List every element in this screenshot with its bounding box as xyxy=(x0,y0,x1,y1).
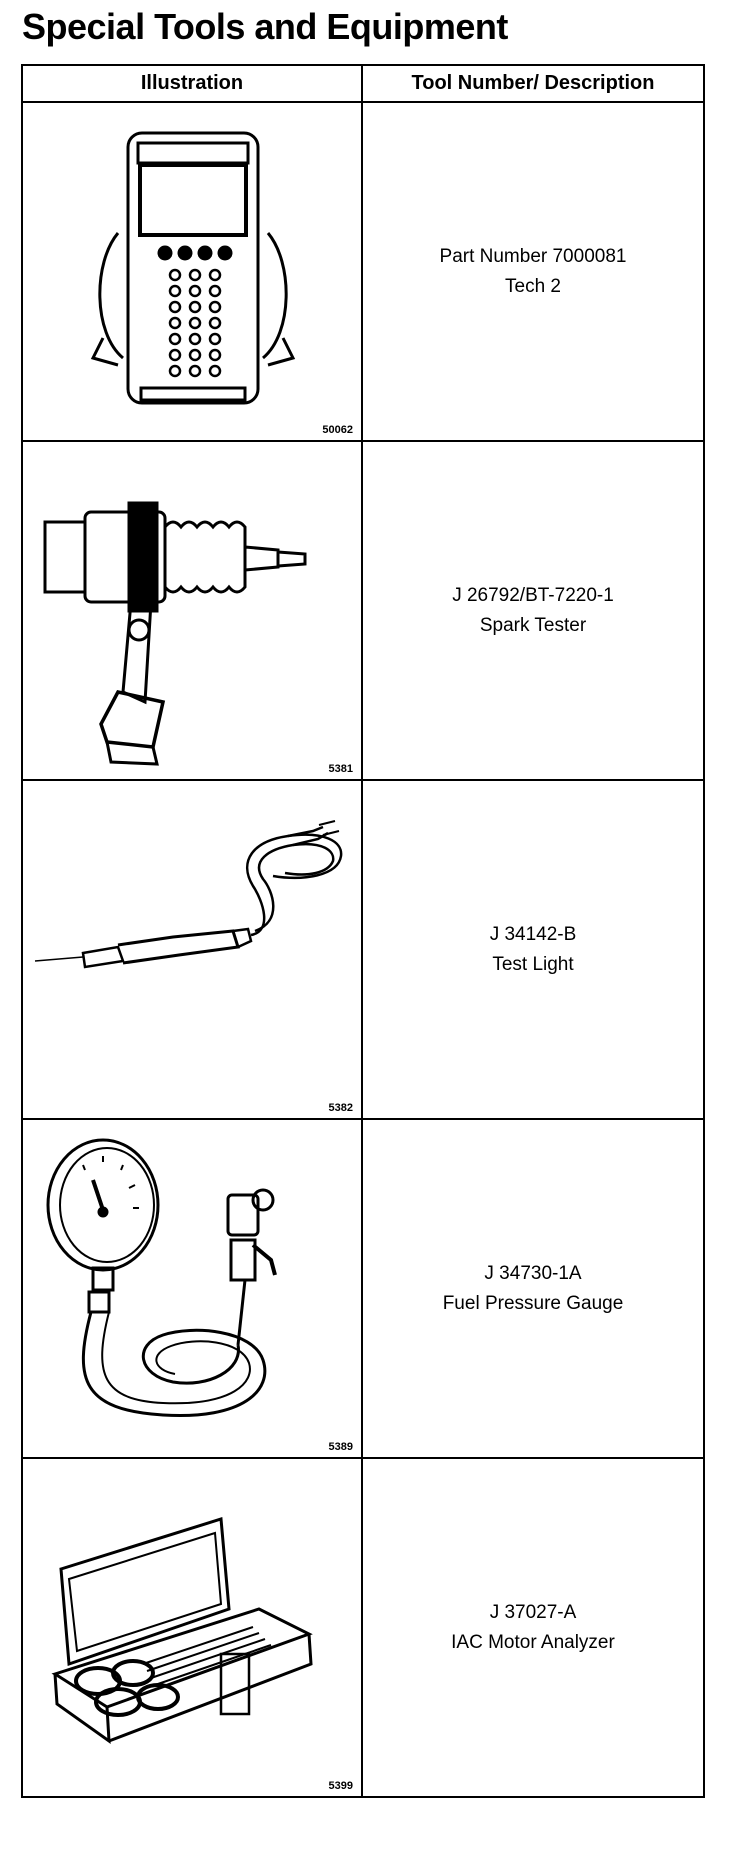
page-title: Special Tools and Equipment xyxy=(22,6,508,47)
table-header-row: Illustration Tool Number/ Description xyxy=(21,64,705,103)
illustration-cell: 5399 xyxy=(21,1457,363,1798)
fuel-gauge-icon xyxy=(46,1138,277,1418)
iac-analyzer-icon xyxy=(51,1517,313,1745)
figure-number: 5382 xyxy=(328,1102,353,1114)
table-row: 5381 J 26792/BT-7220-1 Spark Tester xyxy=(21,440,705,781)
illustration-cell: 5382 xyxy=(21,779,363,1120)
spark-tester-icon xyxy=(43,501,307,766)
tool-name: Test Light xyxy=(492,953,574,975)
tool-number: J 34142-B xyxy=(489,923,577,945)
description-cell: J 34730-1A Fuel Pressure Gauge xyxy=(361,1118,705,1459)
illustration-cell: 5381 xyxy=(21,440,363,781)
tool-name: Spark Tester xyxy=(479,614,587,636)
tools-table: Illustration Tool Number/ Description xyxy=(21,64,705,1798)
illustration-cell: 5389 xyxy=(21,1118,363,1459)
tool-number: J 37027-A xyxy=(489,1601,577,1623)
figure-number: 5381 xyxy=(328,763,353,775)
description-cell: Part Number 7000081 Tech 2 xyxy=(361,101,705,442)
header-illustration: Illustration xyxy=(21,64,363,103)
description-cell: J 37027-A IAC Motor Analyzer xyxy=(361,1457,705,1798)
figure-number: 50062 xyxy=(322,424,353,436)
scan-tool-icon xyxy=(90,131,296,405)
figure-number: 5389 xyxy=(328,1441,353,1453)
tool-number: Part Number 7000081 xyxy=(439,245,627,267)
tool-number: J 26792/BT-7220-1 xyxy=(452,584,614,606)
table-row: 5382 J 34142-B Test Light xyxy=(21,779,705,1120)
table-row: 50062 Part Number 7000081 Tech 2 xyxy=(21,101,705,442)
illustration-cell: 50062 xyxy=(21,101,363,442)
tool-name: Tech 2 xyxy=(505,275,561,297)
table-row: 5399 J 37027-A IAC Motor Analyzer xyxy=(21,1457,705,1798)
table-row: 5389 J 34730-1A Fuel Pressure Gauge xyxy=(21,1118,705,1459)
description-cell: J 34142-B Test Light xyxy=(361,779,705,1120)
tool-name: Fuel Pressure Gauge xyxy=(442,1292,624,1314)
test-light-icon xyxy=(34,820,343,969)
tool-number: J 34730-1A xyxy=(484,1262,582,1284)
header-description: Tool Number/ Description xyxy=(361,64,705,103)
tool-name: IAC Motor Analyzer xyxy=(451,1631,615,1653)
figure-number: 5399 xyxy=(328,1780,353,1792)
description-cell: J 26792/BT-7220-1 Spark Tester xyxy=(361,440,705,781)
